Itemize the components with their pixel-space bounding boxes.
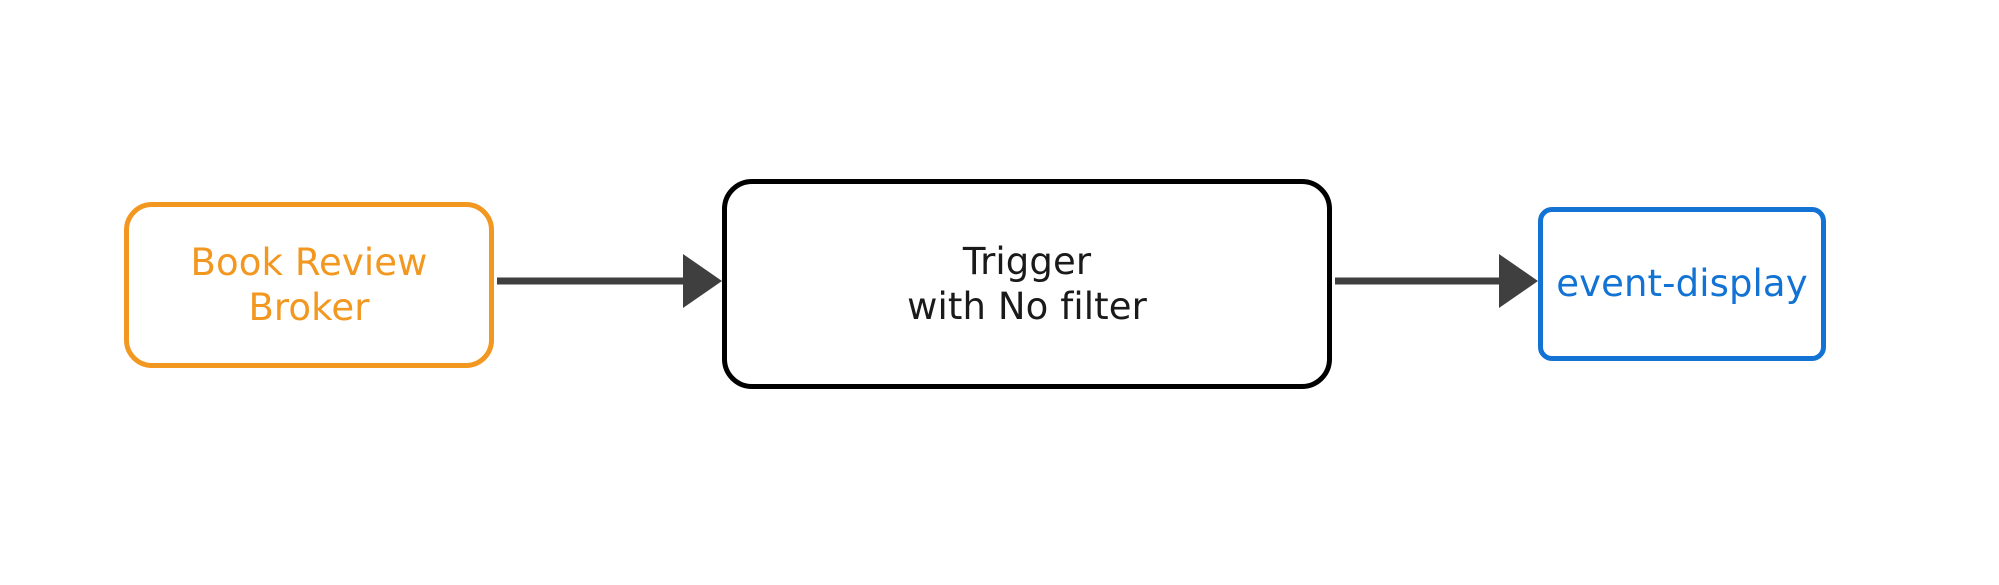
node-book-review-broker[interactable]: Book Review Broker (124, 202, 494, 368)
node-book-review-broker-label: Book Review Broker (190, 240, 428, 329)
node-event-display-label: event-display (1556, 262, 1808, 306)
node-trigger[interactable]: Trigger with No filter (722, 179, 1332, 389)
edge-broker-to-trigger-arrowhead (683, 254, 722, 308)
edge-trigger-to-sink-arrowhead (1499, 254, 1538, 308)
node-trigger-label: Trigger with No filter (907, 239, 1147, 328)
node-event-display[interactable]: event-display (1538, 207, 1826, 361)
